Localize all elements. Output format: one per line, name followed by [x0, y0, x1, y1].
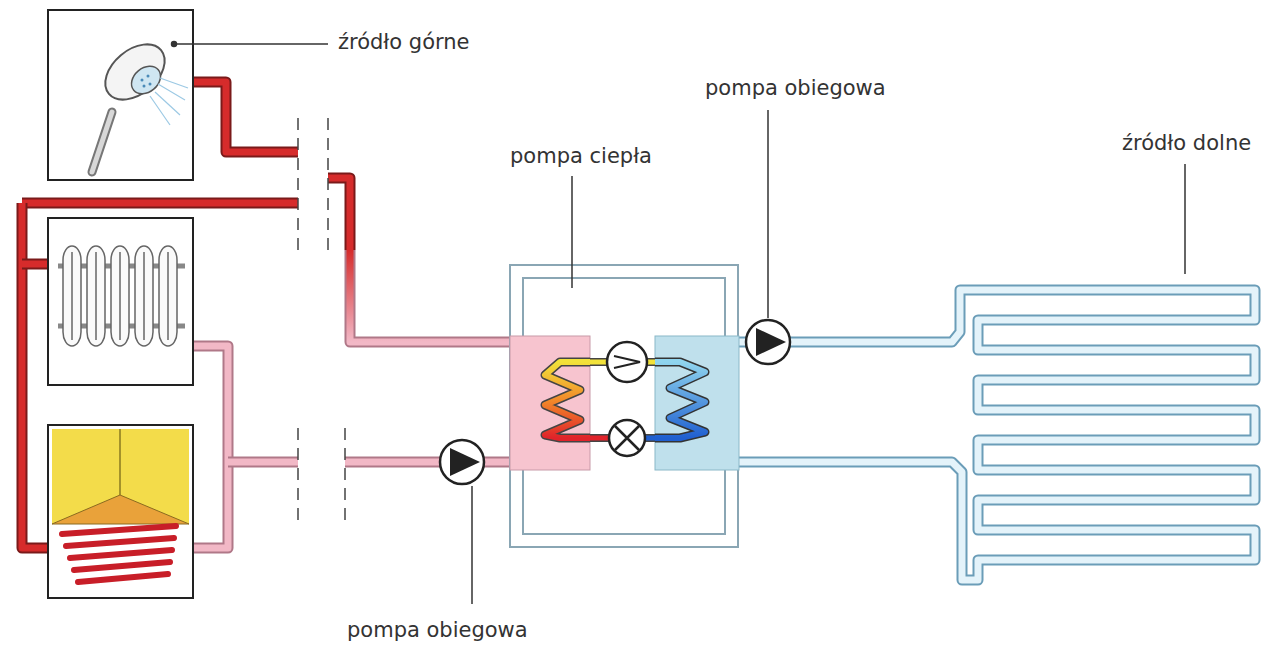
compressor-symbol — [607, 342, 647, 382]
expansion-valve-symbol — [609, 420, 645, 456]
leader-line — [172, 42, 1186, 605]
circulation-pump-symbol — [746, 320, 790, 364]
circulation-pump-symbol — [440, 440, 484, 484]
heat-pump-housing — [510, 265, 739, 547]
radiator-box — [48, 218, 193, 385]
part-label: źródło dolne — [1120, 131, 1253, 156]
part-label: źródło górne — [336, 30, 472, 55]
part-label: pompa obiegowa — [703, 76, 888, 101]
part-label: pompa obiegowa — [345, 618, 530, 643]
pipe-network — [22, 82, 1255, 580]
break-mark — [298, 118, 345, 528]
floor-heating-box — [48, 425, 193, 598]
shower-box — [48, 10, 193, 180]
part-label: pompa ciepła — [508, 144, 654, 169]
